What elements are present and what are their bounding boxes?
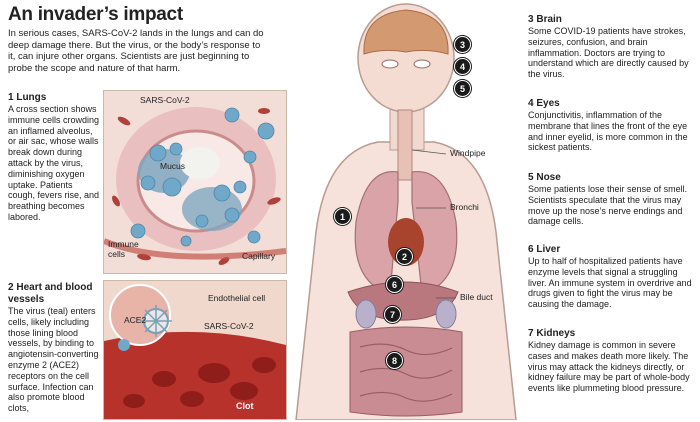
label-vessel-sars-cov-2: SARS-CoV-2 [204,321,254,331]
badge-kidneys: 7 [384,306,401,323]
label-immune-cells: Immune cells [108,239,139,259]
label-capillary: Capillary [242,251,276,261]
badge-lungs: 1 [334,208,351,225]
body-illustration: Windpipe Bronchi Bile duct 1 2 3 4 5 6 7… [286,2,526,420]
section-brain-heading: Brain [536,14,562,25]
section-kidneys-number: 7 [528,328,534,339]
section-lungs: 1 Lungs A cross section shows immune cel… [8,92,100,223]
section-lungs-number: 1 [8,92,14,103]
section-eyes-title: 4 Eyes [528,98,694,110]
human-body-svg [295,3,517,420]
section-brain-title: 3 Brain [528,14,694,26]
label-bronchi: Bronchi [450,202,479,212]
section-brain: 3 Brain Some COVID-19 patients have stro… [528,14,694,80]
alveolus-illustration [104,91,286,273]
section-heart-number: 2 [8,282,14,293]
page-title: An invader’s impact [8,4,183,25]
section-nose: 5 Nose Some patients lose their sense of… [528,172,694,227]
label-ace2: ACE2 [124,315,147,325]
section-brain-text: Some COVID-19 patients have strokes, sei… [528,26,689,80]
badge-heart: 2 [396,248,413,265]
label-windpipe: Windpipe [450,148,486,158]
section-nose-number: 5 [528,172,534,183]
badge-brain: 3 [454,36,471,53]
section-lungs-text: A cross section shows immune cells crowd… [8,104,100,222]
section-kidneys: 7 Kidneys Kidney damage is common in sev… [528,328,694,394]
section-liver-heading: Liver [536,244,561,255]
section-lungs-heading: Lungs [16,92,47,103]
blood-vessel-illustration [104,281,286,419]
badge-liver: 6 [386,276,403,293]
badge-nose: 5 [454,80,471,97]
section-kidneys-title: 7 Kidneys [528,328,694,340]
label-bile-duct: Bile duct [460,292,493,302]
section-kidneys-heading: Kidneys [536,328,576,339]
section-liver-text: Up to half of hospitalized patients have… [528,256,692,310]
section-heart-text: The virus (teal) enters cells, likely in… [8,306,99,414]
section-heart: 2 Heart and blood vessels The virus (tea… [8,282,100,414]
section-eyes-heading: Eyes [536,98,560,109]
section-liver: 6 Liver Up to half of hospitalized patie… [528,244,694,310]
section-nose-text: Some patients lose their sense of smell.… [528,184,688,227]
section-nose-heading: Nose [536,172,561,183]
badge-intestines: 8 [386,352,403,369]
section-eyes-text: Conjunctivitis, inflammation of the memb… [528,110,688,153]
section-brain-number: 3 [528,14,534,25]
section-liver-number: 6 [528,244,534,255]
section-eyes-number: 4 [528,98,534,109]
section-lungs-title: 1 Lungs [8,92,100,104]
section-eyes: 4 Eyes Conjunctivitis, inflammation of t… [528,98,694,153]
intro-text: In serious cases, SARS-CoV-2 lands in th… [8,28,264,74]
label-sars-cov-2: SARS-CoV-2 [140,95,190,105]
badge-eyes: 4 [454,58,471,75]
section-heart-title: 2 Heart and blood vessels [8,282,100,306]
section-kidneys-text: Kidney damage is common in severe cases … [528,340,690,394]
blood-vessel-panel: Endothelial cell ACE2 SARS-CoV-2 Clot [103,280,287,420]
section-liver-title: 6 Liver [528,244,694,256]
label-mucus: Mucus [160,161,186,171]
section-heart-heading: Heart and blood vessels [8,282,93,305]
label-clot: Clot [236,401,254,411]
section-nose-title: 5 Nose [528,172,694,184]
label-endothelial-cell: Endothelial cell [208,293,266,303]
lung-cross-section-panel: SARS-CoV-2 Mucus Immune cells Capillary [103,90,287,274]
